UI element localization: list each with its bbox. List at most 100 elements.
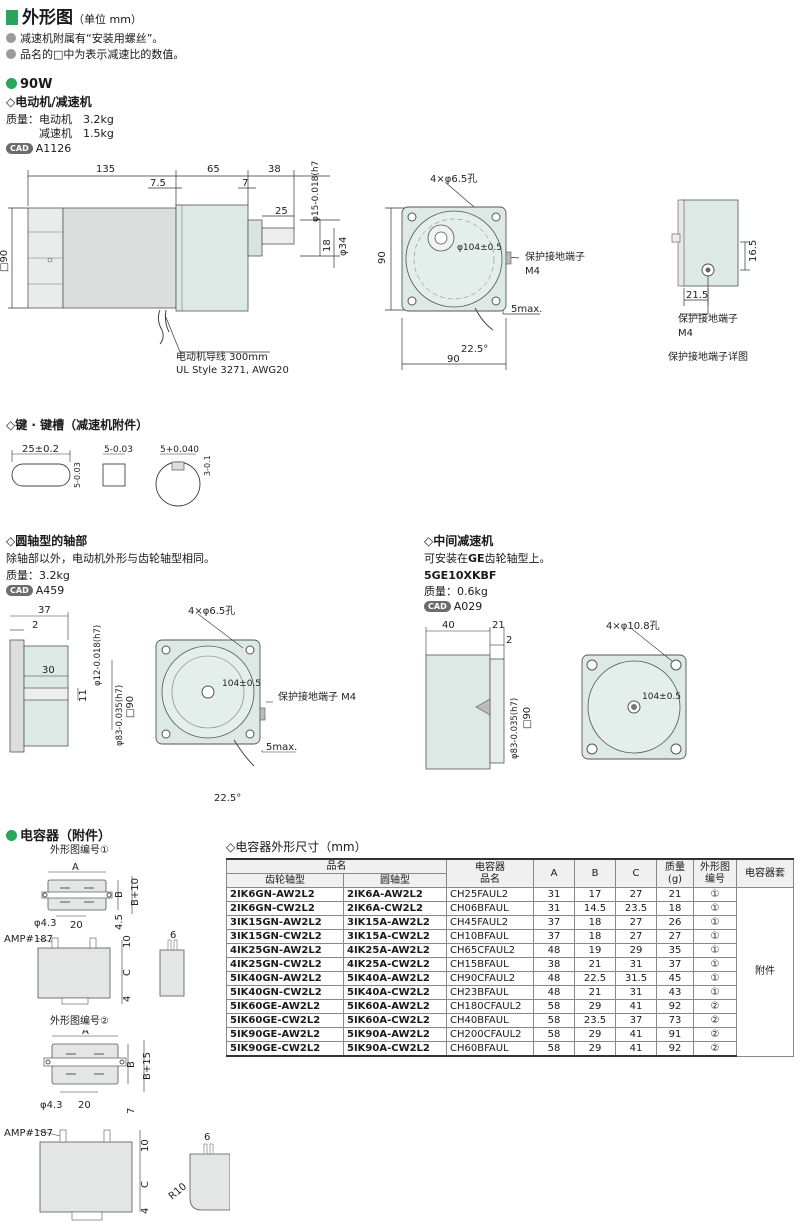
f1-dim-phi43: φ4.3 — [34, 918, 57, 929]
round-shaft-side-drawing: 37 2 30 11 φ12-0.018(h7) φ83-0.035(h7) □… — [9, 605, 135, 753]
table-cell: CH10BFAUL — [446, 929, 534, 944]
table-cell: CH15BFAUL — [446, 957, 534, 972]
table-cell: 27 — [615, 887, 657, 902]
fig2-label: 外形图编号② — [50, 1016, 109, 1027]
table-cell: ① — [693, 915, 737, 930]
table-cell: 29 — [574, 1041, 616, 1057]
motor-gear-title: ◇电动机/减速机 — [6, 95, 92, 109]
side-holes: 4×φ6.5孔 — [430, 173, 477, 185]
rs-dim-sq90: □90 — [125, 696, 135, 718]
im-dim-sq90: □90 — [522, 707, 533, 729]
table-cell: ① — [693, 971, 737, 986]
f1-dim-4-5: 4.5 — [114, 914, 125, 930]
table-cell: 27 — [615, 929, 657, 944]
im-dim-40: 40 — [442, 620, 455, 631]
table-cell: ① — [693, 887, 737, 902]
im-dim-21: 21 — [492, 620, 505, 631]
key-h: 5-0.03 — [73, 462, 82, 488]
f2-dim-4: 4 — [140, 1208, 151, 1214]
table-cell: 48 — [533, 985, 575, 1000]
table-cell: 2IK6GN-CW2L2 — [226, 901, 344, 916]
table-cell: 58 — [533, 1013, 575, 1028]
table-cell: 38 — [533, 957, 575, 972]
table-cell: 5IK40GN-AW2L2 — [226, 971, 344, 986]
table-cell: 21 — [656, 887, 694, 902]
f2-dim-r10: R10 — [167, 1181, 189, 1202]
table-cell: 4IK25GN-AW2L2 — [226, 943, 344, 958]
table-cell: CH60BFAUL — [446, 1041, 534, 1057]
f1-dim-c: C — [122, 969, 133, 976]
table-cell: ① — [693, 957, 737, 972]
side-ground-label: 保护接地端子 — [525, 250, 585, 263]
im-pcd: 104±0.5 — [642, 692, 681, 702]
table-cell: 41 — [615, 1027, 657, 1042]
table-cell: 41 — [615, 1041, 657, 1057]
key-title: ◇键 · 键槽（减速机附件） — [6, 418, 149, 432]
table-cell: 29 — [574, 1027, 616, 1042]
detail-caption: 保护接地端子详图 — [668, 350, 748, 363]
table-cell: 5IK60A-AW2L2 — [343, 999, 447, 1014]
dim-65: 65 — [207, 164, 220, 175]
slot-d: 3-0.1 — [203, 455, 212, 476]
note-1: 减速机附属有“安装用螺丝”。 — [6, 32, 163, 46]
table-cell: 58 — [533, 1041, 575, 1057]
table-cell: 3IK15GN-CW2L2 — [226, 929, 344, 944]
table-cell: CH40BFAUL — [446, 1013, 534, 1028]
side-dim-90h: 90 — [447, 354, 460, 365]
th-c: C — [615, 858, 657, 888]
detail-ground-m4: M4 — [678, 328, 693, 339]
lead-note-1: 电动机导线 300mm — [176, 350, 268, 363]
table-cell: 92 — [656, 1041, 694, 1057]
f1-dim-a: A — [72, 862, 79, 873]
table-cell: 31.5 — [615, 971, 657, 986]
rs-ground: 保护接地端子 M4 — [278, 690, 356, 703]
table-cell: CH90CFAUL2 — [446, 971, 534, 986]
green-dot-icon — [6, 78, 17, 89]
f1-dim-6: 6 — [170, 930, 176, 941]
table-cell: CH23BFAUL — [446, 985, 534, 1000]
table-cell: 27 — [615, 915, 657, 930]
th-cover: 电容器套 — [736, 858, 794, 888]
table-cell: 21 — [574, 957, 616, 972]
table-cell: 2IK6GN-AW2L2 — [226, 887, 344, 902]
intermediate-mass: 质量：0.6kg — [424, 585, 488, 598]
f2-dim-6: 6 — [204, 1132, 210, 1143]
table-cell: 73 — [656, 1013, 694, 1028]
f1-dim-b: B — [114, 891, 125, 898]
table-cell: CH25FAUL2 — [446, 887, 534, 902]
f2-amp: AMP#187 — [4, 1128, 53, 1139]
table-cell: 5IK60GE-AW2L2 — [226, 999, 344, 1014]
motor-front-drawing: 135 7.5 65 38 7 25 □90 18 φ34 φ15-0.018(… — [0, 160, 349, 376]
rs-dim-2: 2 — [32, 620, 38, 631]
green-dot-icon — [6, 830, 17, 841]
capacitor-title: 电容器（附件） — [6, 825, 111, 844]
dim-7: 7 — [242, 178, 248, 189]
rs-pcd: 104±0.5 — [222, 679, 261, 689]
table-cell: 31 — [533, 901, 575, 916]
table-cell: 29 — [615, 943, 657, 958]
rs-dim-30: 30 — [42, 665, 55, 676]
capacitor-fig2-drawing: A B B+15 φ4.3 20 7 10 C 4 6 R10 AMP#187 — [4, 1030, 230, 1221]
f2-dim-10: 10 — [140, 1139, 151, 1152]
rs-5max: 5max. — [266, 742, 297, 753]
note-2: 品名的□中为表示减速比的数值。 — [6, 48, 184, 62]
motor-side-drawing: 4×φ6.5孔 φ104±0.5 保护接地端子 M4 90 90 5max. 2… — [377, 173, 585, 370]
table-cell: 5IK90A-AW2L2 — [343, 1027, 447, 1042]
table-cell: ② — [693, 1027, 737, 1042]
f2-dim-7: 7 — [126, 1108, 137, 1114]
key-len: 25±0.2 — [22, 444, 59, 455]
th-round: 圆轴型 — [343, 873, 447, 888]
table-cell: 58 — [533, 999, 575, 1014]
table-cell: 4IK25A-AW2L2 — [343, 943, 447, 958]
im-dim-phi83: φ83-0.035(h7) — [510, 698, 520, 759]
table-cell: 31 — [615, 985, 657, 1000]
f2-dim-b15: B+15 — [142, 1052, 153, 1080]
